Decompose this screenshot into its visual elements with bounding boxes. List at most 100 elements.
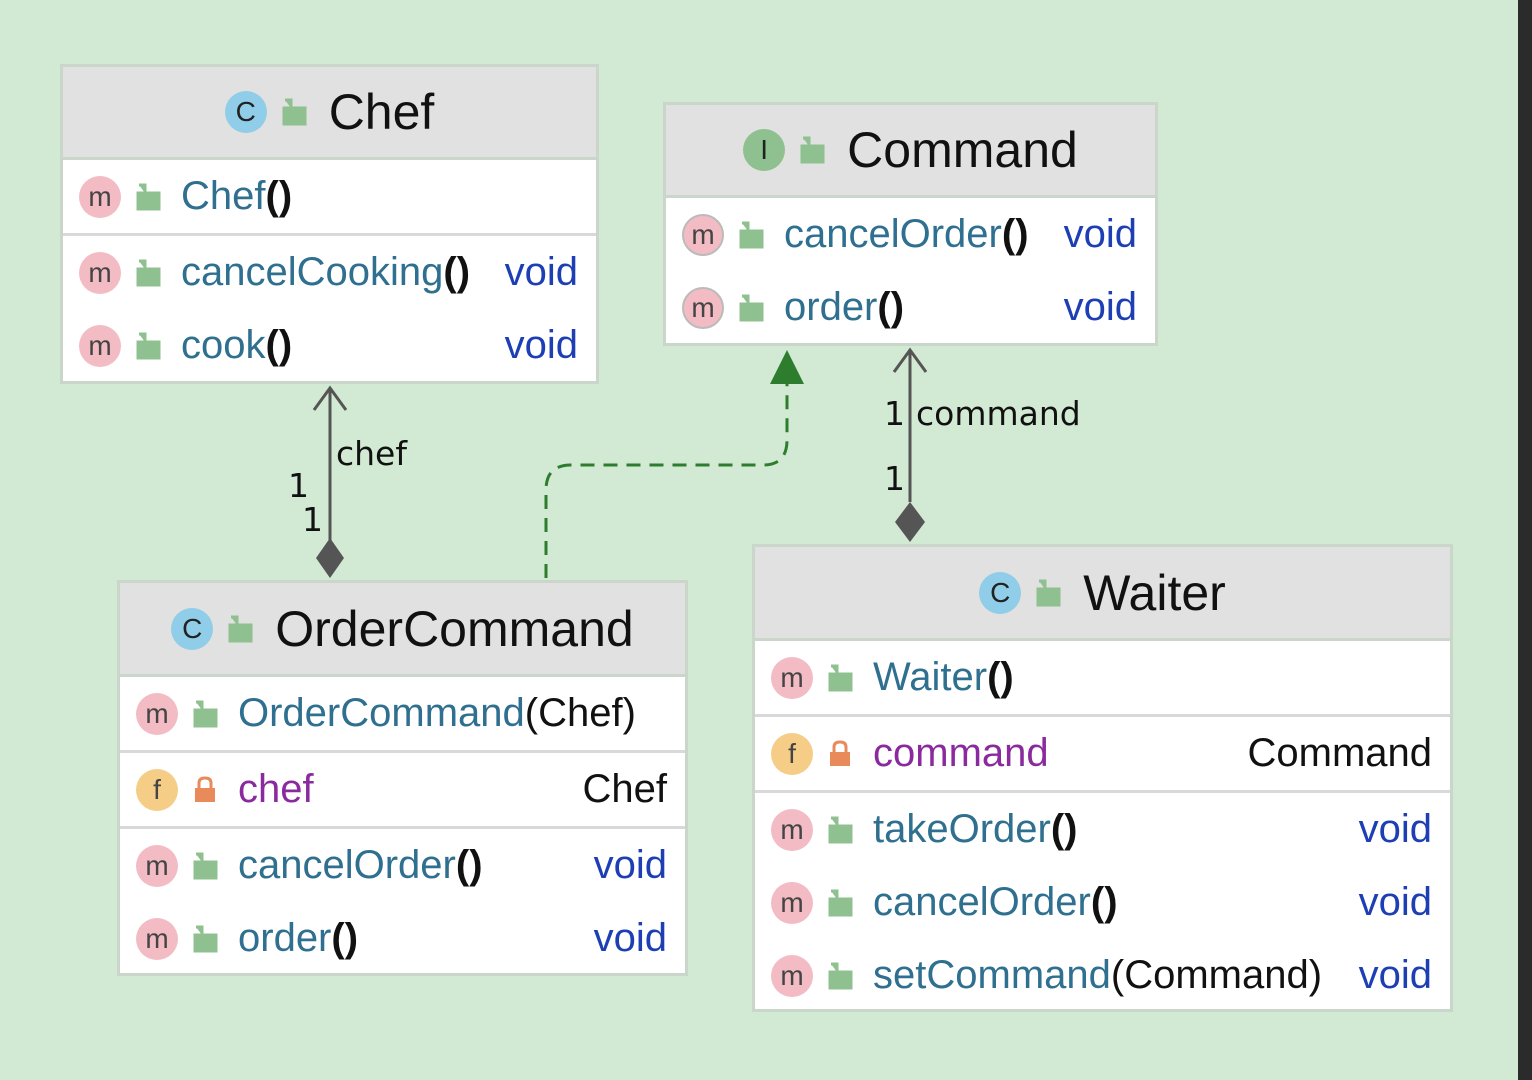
public-visibility-icon bbox=[136, 183, 161, 210]
constructor-name: Chef bbox=[181, 174, 266, 218]
field-row[interactable]: f chef Chef bbox=[120, 753, 685, 826]
method-parens: () bbox=[1090, 880, 1118, 924]
chef-role-label: chef bbox=[336, 434, 407, 473]
command-association-arrowhead bbox=[892, 347, 928, 373]
constructor-row[interactable]: m OrderCommand(Chef) bbox=[120, 677, 685, 750]
public-visibility-icon bbox=[136, 332, 161, 359]
return-type: void bbox=[593, 916, 667, 960]
method-badge-icon: m bbox=[79, 175, 121, 218]
fields-section: f chef Chef bbox=[120, 753, 685, 829]
class-header: C Chef bbox=[63, 67, 596, 160]
method-row[interactable]: m takeOrder() void bbox=[755, 793, 1450, 866]
constructor-parens: () bbox=[265, 174, 293, 218]
public-visibility-icon bbox=[828, 962, 853, 989]
field-badge-icon: f bbox=[136, 768, 178, 811]
method-row[interactable]: m cancelOrder() void bbox=[755, 866, 1450, 939]
method-parens: () bbox=[455, 843, 483, 887]
private-lock-icon bbox=[195, 775, 215, 802]
method-parens: () bbox=[1001, 212, 1029, 256]
method-parens: () bbox=[265, 323, 293, 367]
return-type: void bbox=[1358, 880, 1432, 924]
method-badge-icon: m bbox=[79, 324, 121, 367]
private-lock-icon bbox=[830, 739, 850, 766]
constructor-row[interactable]: m Waiter() bbox=[755, 641, 1450, 714]
realization-triangle bbox=[770, 350, 804, 384]
class-kind-icon: C bbox=[979, 571, 1022, 614]
method-row[interactable]: m order() void bbox=[120, 902, 685, 975]
return-type: void bbox=[1358, 807, 1432, 851]
constructor-params: (Chef) bbox=[524, 691, 636, 735]
method-parens: () bbox=[877, 285, 905, 329]
public-visibility-icon bbox=[828, 889, 853, 916]
method-name: cancelOrder bbox=[873, 880, 1091, 924]
method-badge-icon: m bbox=[136, 692, 178, 735]
methods-section: m cancelOrder() void m order() void bbox=[666, 198, 1155, 344]
chef-association-arrowhead bbox=[312, 385, 348, 411]
class-name: Chef bbox=[328, 84, 435, 140]
public-visibility-icon bbox=[193, 700, 218, 727]
chef-association-edge bbox=[312, 385, 348, 578]
waiter-multiplicity-label: 1 bbox=[884, 459, 905, 498]
return-type: void bbox=[504, 323, 578, 367]
method-row[interactable]: m order() void bbox=[666, 271, 1155, 344]
constructor-name: OrderCommand bbox=[238, 691, 525, 735]
method-badge-icon: m bbox=[771, 808, 813, 851]
method-row[interactable]: m cancelOrder() void bbox=[120, 829, 685, 902]
field-row[interactable]: f command Command bbox=[755, 717, 1450, 790]
methods-section: m takeOrder() void m cancelOrder() void … bbox=[755, 793, 1450, 1012]
constructor-row[interactable]: m Chef() bbox=[63, 160, 596, 233]
class-kind-icon: C bbox=[224, 91, 267, 133]
class-kind-icon: C bbox=[171, 607, 214, 650]
method-badge-icon: m bbox=[771, 656, 813, 699]
chef-composition-diamond bbox=[316, 538, 344, 578]
method-parens: () bbox=[331, 916, 359, 960]
abstract-method-badge-icon: m bbox=[682, 213, 724, 256]
method-params: (Command) bbox=[1110, 953, 1323, 997]
method-name: takeOrder bbox=[873, 807, 1051, 851]
method-row[interactable]: m cancelCooking() void bbox=[63, 236, 596, 309]
method-row[interactable]: m cancelOrder() void bbox=[666, 198, 1155, 271]
class-name: Command bbox=[847, 122, 1078, 178]
public-visibility-icon bbox=[739, 294, 764, 321]
methods-section: m cancelOrder() void m order() void bbox=[120, 829, 685, 975]
ordercommand-multiplicity-label: 1 bbox=[302, 500, 323, 539]
class-name: Waiter bbox=[1083, 564, 1226, 621]
return-type: void bbox=[1063, 285, 1137, 329]
method-badge-icon: m bbox=[771, 881, 813, 924]
public-visibility-icon bbox=[828, 664, 853, 691]
interface-command[interactable]: I Command m cancelOrder() void m order()… bbox=[663, 102, 1158, 346]
class-header: I Command bbox=[666, 105, 1155, 198]
return-type: void bbox=[1063, 212, 1137, 256]
method-name: cook bbox=[181, 323, 266, 367]
field-name: command bbox=[873, 731, 1049, 775]
public-visibility-icon bbox=[739, 221, 764, 248]
chef-multiplicity-label: 1 bbox=[288, 466, 309, 505]
class-ordercommand[interactable]: C OrderCommand m OrderCommand(Chef) f ch… bbox=[117, 580, 688, 976]
constructors-section: m OrderCommand(Chef) bbox=[120, 677, 685, 753]
method-parens: () bbox=[443, 250, 471, 294]
method-row[interactable]: m cook() void bbox=[63, 309, 596, 382]
public-visibility-icon bbox=[228, 615, 253, 642]
field-type: Chef bbox=[582, 767, 668, 811]
class-waiter[interactable]: C Waiter m Waiter() f command Command m … bbox=[752, 544, 1453, 1012]
public-visibility-icon bbox=[800, 136, 825, 164]
public-visibility-icon bbox=[193, 852, 218, 879]
constructors-section: m Chef() bbox=[63, 160, 596, 236]
abstract-method-badge-icon: m bbox=[682, 286, 724, 329]
realization-dashed-line bbox=[544, 384, 789, 578]
method-name: order bbox=[238, 916, 332, 960]
class-chef[interactable]: C Chef m Chef() m cancelCooking() void m… bbox=[60, 64, 599, 384]
method-badge-icon: m bbox=[136, 917, 178, 960]
public-visibility-icon bbox=[828, 816, 853, 843]
class-name: OrderCommand bbox=[275, 600, 634, 657]
return-type: void bbox=[504, 250, 578, 294]
method-badge-icon: m bbox=[79, 251, 121, 294]
method-row[interactable]: m setCommand(Command) void bbox=[755, 939, 1450, 1012]
public-visibility-icon bbox=[1036, 579, 1061, 606]
constructor-name: Waiter bbox=[873, 655, 988, 699]
command-composition-diamond bbox=[895, 502, 925, 542]
fields-section: f command Command bbox=[755, 717, 1450, 793]
method-badge-icon: m bbox=[771, 954, 813, 997]
method-badge-icon: m bbox=[136, 844, 178, 887]
